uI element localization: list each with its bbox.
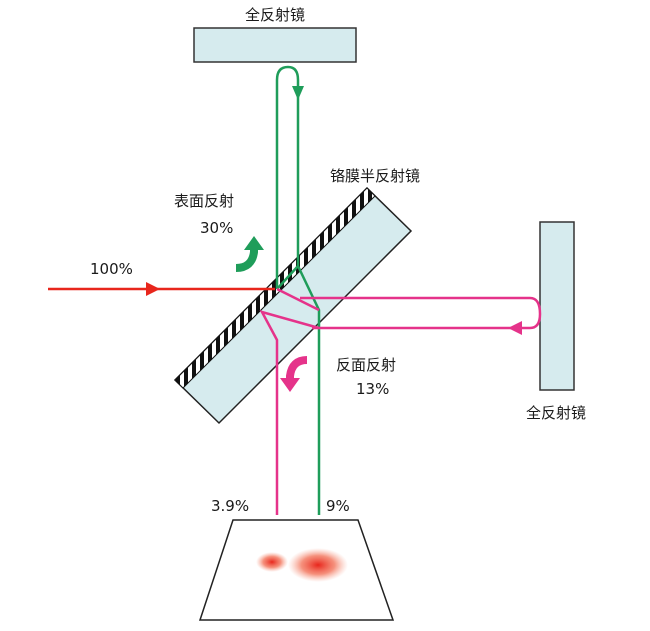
surface-reflection-percent: 30% [200,219,233,237]
input-percent-label: 100% [90,260,133,278]
curved-arrow-up-icon [235,236,264,272]
pink-beam [259,287,542,515]
curved-arrow-down-icon [280,356,308,392]
left-spot [256,552,288,572]
pink-beam-arrow [508,321,522,335]
back-reflection-label: 反面反射 [336,356,396,374]
right-mirror-label: 全反射镜 [526,404,586,422]
top-mirror [193,27,357,63]
right-spot [288,548,348,582]
left-spot-percent: 3.9% [211,497,249,515]
surface-reflection-label: 表面反射 [174,192,234,210]
back-reflection-percent: 13% [356,380,389,398]
green-beam-arrow [292,86,304,100]
right-mirror [539,221,575,391]
beamsplitter-label: 铬膜半反射镜 [330,167,420,185]
green-beam [275,65,321,515]
top-mirror-label: 全反射镜 [245,6,305,24]
right-spot-percent: 9% [326,497,350,515]
input-beam-arrow [146,282,160,296]
